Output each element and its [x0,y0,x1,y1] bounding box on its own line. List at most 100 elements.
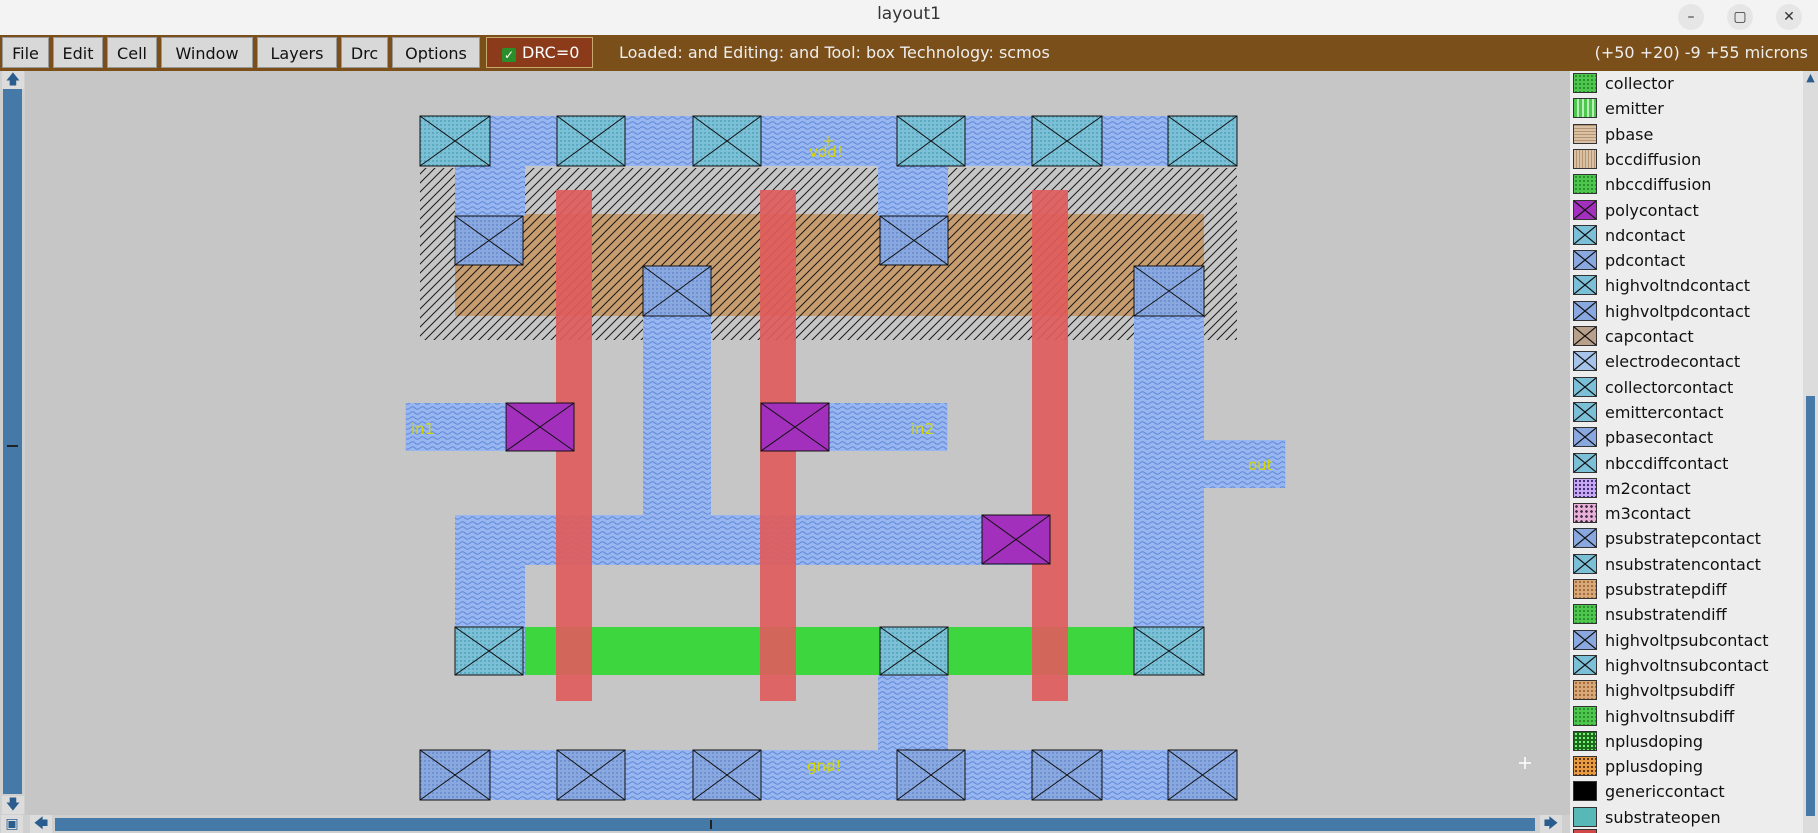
layer-swatch-icon [1573,275,1597,296]
layer-item-highvoltpsubdiff[interactable]: highvoltpsubdiff [1570,678,1803,703]
layer-swatch-icon [1573,730,1597,751]
layer-swatch-icon [1573,579,1597,599]
layer-name: highvoltpdcontact [1605,301,1751,321]
layout-canvas[interactable]: vdd! gnd! in1 in2 out [25,71,1570,815]
scroll-right-icon[interactable]: 🡆 [1540,815,1562,833]
layer-swatch-icon [1573,98,1597,119]
menu-options[interactable]: Options [392,37,480,68]
scroll-position-mark [7,445,18,447]
layer-item-ndcontact[interactable]: ndcontact [1570,223,1803,248]
layer-item-electrodecontact[interactable]: electrodecontact [1570,349,1803,374]
layer-item-emittercontact[interactable]: emittercontact [1570,400,1803,425]
label-in1[interactable]: in1 [411,420,434,438]
layer-item-collectorcontact[interactable]: collectorcontact [1570,375,1803,400]
layer-swatch-icon [1573,781,1597,802]
layer-swatch-icon [1573,553,1597,574]
layer-item-pplusdoping[interactable]: pplusdoping [1570,754,1803,779]
layer-item-nsubstratendiff[interactable]: nsubstratendiff [1570,602,1803,627]
label-out[interactable]: out [1248,456,1273,474]
layer-name: highvoltnsubcontact [1605,655,1769,675]
layer-name: m3contact [1605,504,1691,524]
vdd-label-marker [823,136,833,146]
status-text: Loaded: and Editing: and Tool: box Techn… [619,43,1050,62]
layer-swatch-icon [1573,806,1597,827]
layer-item-pbase[interactable]: pbase [1570,122,1803,147]
maximize-button[interactable]: ▢ [1727,4,1753,30]
layer-name: electrodecontact [1605,352,1741,372]
scroll-down-icon[interactable]: 🡇 [2,796,24,814]
horizontal-scrollbar[interactable]: ▣ 🡄 🡆 [0,815,1570,833]
close-button[interactable]: ✕ [1776,4,1802,30]
layer-item-collector[interactable]: collector [1570,71,1803,96]
layer-name: nbccdiffusion [1605,175,1712,195]
layer-swatch-icon [1573,376,1597,397]
layout-drawing[interactable]: vdd! gnd! in1 in2 out [25,71,1570,815]
menu-file[interactable]: File [2,37,49,68]
minimize-button[interactable]: – [1678,4,1704,30]
layer-item-highvoltpsubcontact[interactable]: highvoltpsubcontact [1570,628,1803,653]
gnd-label-marker [823,763,833,773]
layer-swatch-icon [1573,123,1597,144]
layer-name: ndcontact [1605,225,1686,245]
layer-swatch-icon [1573,705,1597,726]
layer-item-substrateopen[interactable]: substrateopen [1570,805,1803,830]
layer-name: pdcontact [1605,251,1686,271]
layer-swatch-icon [1573,477,1597,498]
layer-item-capcontact[interactable]: capcontact [1570,324,1803,349]
drc-indicator[interactable]: ✓DRC=0 [486,37,593,68]
label-vdd[interactable]: vdd! [809,143,843,161]
scroll-position-mark [710,820,712,829]
layer-item-psubstratepdiff[interactable]: psubstratepdiff [1570,577,1803,602]
layer-swatch-icon [1573,174,1597,195]
layer-swatch-icon [1573,224,1597,245]
layer-item-psubstratepcontact[interactable]: psubstratepcontact [1570,526,1803,551]
layer-item-pbasecontact[interactable]: pbasecontact [1570,425,1803,450]
layer-swatch-icon [1573,401,1597,422]
layer-item-bccdiffusion[interactable]: bccdiffusion [1570,147,1803,172]
layer-item-m3contact[interactable]: m3contact [1570,501,1803,526]
in1-label-marker [405,403,406,451]
layer-item-nplusdoping[interactable]: nplusdoping [1570,729,1803,754]
layer-item-emitter[interactable]: emitter [1570,96,1803,121]
scroll-corner-icon[interactable]: ▣ [1,815,23,833]
layer-palette-scrollbar[interactable]: ▲ [1803,71,1818,833]
layer-swatch-icon [1573,148,1597,169]
layer-item-highvoltnsubdiff[interactable]: highvoltnsubdiff [1570,704,1803,729]
layer-swatch-icon [1573,300,1597,321]
layer-item-genericcontact[interactable]: genericcontact [1570,779,1803,804]
layer-item-nbccdiffcontact[interactable]: nbccdiffcontact [1570,451,1803,476]
layer-item-nsubstratencontact[interactable]: nsubstratencontact [1570,552,1803,577]
label-gnd[interactable]: gnd! [807,757,842,775]
layer-name: capcontact [1605,327,1694,346]
gnd-rail-contacts [419,749,1238,801]
layer-item-highvoltpdcontact[interactable]: highvoltpdcontact [1570,299,1803,324]
out-label-marker [1285,440,1286,488]
menu-layers[interactable]: Layers [257,37,337,68]
layer-item-highvoltndcontact[interactable]: highvoltndcontact [1570,273,1803,298]
menu-drc[interactable]: Drc [341,37,388,68]
vertical-scrollbar[interactable]: 🡅 🡇 [0,71,25,816]
vertical-scroll-thumb[interactable] [3,89,22,794]
layer-name: emitter [1605,99,1664,119]
scroll-up-icon[interactable]: 🡅 [2,71,24,89]
menu-edit[interactable]: Edit [53,37,103,68]
menu-window[interactable]: Window [161,37,253,68]
vdd-rail-contacts [419,115,1238,167]
layer-item-pdcontact[interactable]: pdcontact [1570,248,1803,273]
palette-scroll-up-icon[interactable]: ▲ [1806,71,1815,84]
layer-swatch-icon [1573,503,1597,524]
scroll-left-icon[interactable]: 🡄 [30,815,52,833]
layer-item-nbccdiffusion[interactable]: nbccdiffusion [1570,172,1803,197]
layer-swatch-icon [1573,452,1597,473]
label-in2[interactable]: in2 [911,420,934,438]
layer-name: bccdiffusion [1605,149,1702,169]
layer-swatch-icon [1573,326,1597,346]
menu-cell[interactable]: Cell [107,37,157,68]
palette-scroll-thumb[interactable] [1806,396,1815,816]
layer-swatch-icon [1573,528,1597,549]
layer-item-m2contact[interactable]: m2contact [1570,476,1803,501]
layer-item-polycontact[interactable]: polycontact [1570,198,1803,223]
layer-item-highvoltnsubcontact[interactable]: highvoltnsubcontact [1570,653,1803,678]
horizontal-scroll-thumb[interactable] [55,818,1535,831]
